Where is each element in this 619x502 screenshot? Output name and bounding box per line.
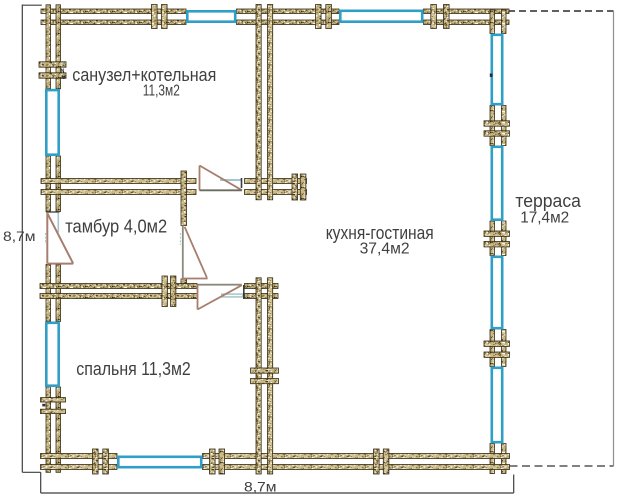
svg-text:37,4м2: 37,4м2 [360,241,410,258]
svg-text:8,7м: 8,7м [3,229,36,244]
svg-text:тамбур 4,0м2: тамбур 4,0м2 [65,217,167,237]
svg-text:кухня-гостиная: кухня-гостиная [326,223,434,243]
svg-text:11,3м2: 11,3м2 [143,83,180,100]
svg-text:спальня 11,3м2: спальня 11,3м2 [76,359,191,379]
svg-text:м: м [61,75,66,81]
svg-text:санузел+котельная: санузел+котельная [72,65,216,85]
svg-text:8,7м: 8,7м [244,479,277,495]
svg-text:терраса: терраса [515,191,581,211]
svg-text:17,4м2: 17,4м2 [520,210,569,227]
svg-text:N: N [61,68,65,74]
